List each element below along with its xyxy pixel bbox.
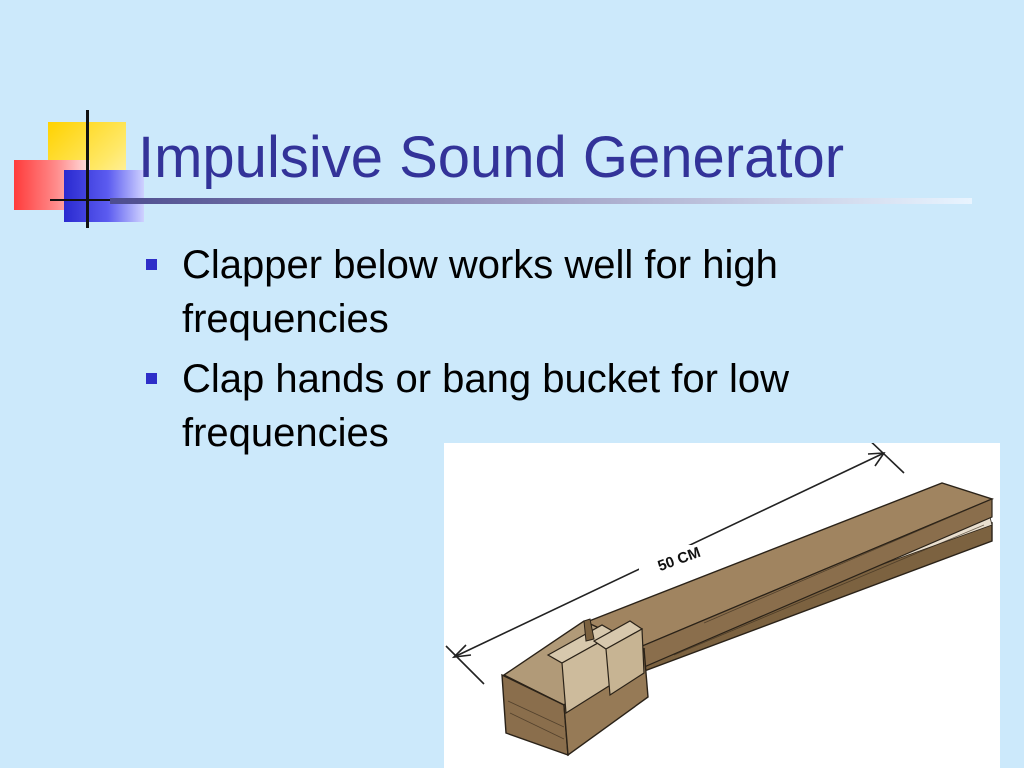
- bullet-item: Clapper below works well for high freque…: [146, 238, 906, 346]
- logo-horizontal-line: [50, 199, 140, 201]
- dimension-label-bg: [639, 545, 719, 573]
- clapper-illustration: 50 CM: [444, 443, 1000, 768]
- bullet-text: Clap hands or bang bucket for low freque…: [182, 357, 790, 455]
- bullet-text: Clapper below works well for high freque…: [182, 243, 778, 341]
- slide-title: Impulsive Sound Generator: [138, 125, 845, 190]
- logo-blue-square: [64, 170, 144, 222]
- logo-vertical-line: [86, 110, 89, 228]
- bullet-list: Clapper below works well for high freque…: [146, 238, 906, 466]
- square-bullet-icon: [146, 259, 157, 270]
- square-bullet-icon: [146, 373, 157, 384]
- clapper-drawing: 50 CM: [445, 443, 995, 757]
- bullet-item: Clap hands or bang bucket for low freque…: [146, 352, 906, 460]
- title-underline: [110, 198, 972, 204]
